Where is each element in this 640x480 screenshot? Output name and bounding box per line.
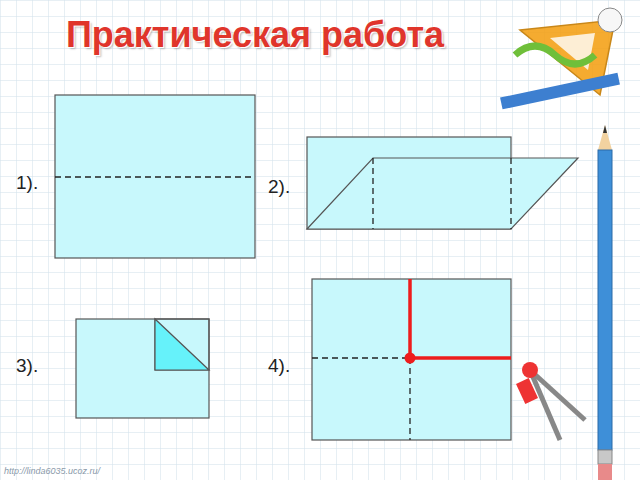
task-number: 4). bbox=[268, 355, 290, 377]
figure-quartered-square bbox=[312, 279, 511, 440]
task-number: 2). bbox=[268, 176, 290, 198]
drawing-tools bbox=[500, 8, 622, 109]
figure-folded-corner bbox=[76, 319, 209, 418]
pencil bbox=[598, 125, 612, 480]
figure-folded-rectangle bbox=[55, 95, 255, 258]
task-number: 1). bbox=[16, 172, 38, 194]
page-title: Практическая работа bbox=[66, 14, 444, 56]
task-number: 3). bbox=[16, 355, 38, 377]
figure-parallelogram bbox=[307, 137, 578, 229]
compass bbox=[516, 362, 585, 440]
watermark: http://linda6035.ucoz.ru/ bbox=[4, 466, 100, 476]
